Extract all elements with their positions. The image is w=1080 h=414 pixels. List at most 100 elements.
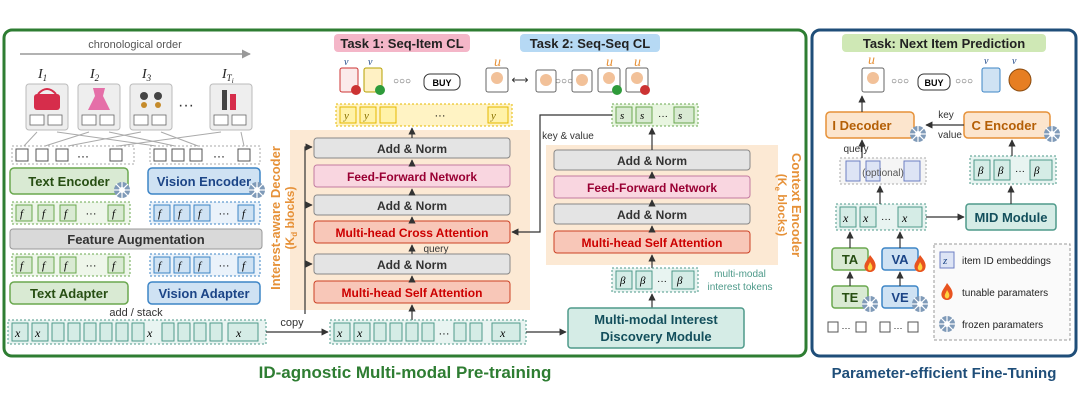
vision-adapter-box [147,281,261,305]
i-decoder-box [825,111,915,139]
chrono-label: chronological order [88,39,182,51]
svg-text:I1: I1 [37,67,47,83]
svg-text:Multi-head Self Attention: Multi-head Self Attention [582,236,723,250]
text-feature-row: f f f ··· f [11,201,131,225]
finetune-x-row: x x ··· x [835,203,927,231]
svg-text:β: β [619,275,626,287]
svg-text:f: f [198,208,203,220]
item-labels: I1 I2 I3 ITi [37,67,234,85]
svg-text:Add & Norm: Add & Norm [617,208,687,222]
svg-text:○○○: ○○○ [555,76,573,87]
finetune-input-icons: ··· ··· [827,321,919,333]
svg-text:f: f [178,260,183,272]
svg-text:ITi: ITi [221,67,234,85]
svg-text:x: x [862,211,869,225]
frozen-icon [911,295,929,313]
svg-text:v: v [344,57,349,68]
pretrain-caption: ID-agnostic Multi-modal Pre-training [259,363,552,382]
text-adapter-box [9,281,129,305]
frozen-icon [248,181,266,199]
svg-text:···: ··· [657,276,667,287]
item-card-cosmetics [209,83,253,131]
svg-text:x: x [14,326,21,340]
svg-text:β: β [997,165,1004,177]
svg-text:x: x [235,326,242,340]
x-sequence-left: x x x x [7,319,267,345]
beta-token-row: β β ··· β [611,267,699,293]
svg-text:Multi-head Self Attention: Multi-head Self Attention [342,286,483,300]
svg-text:···: ··· [881,214,891,225]
svg-text:···: ··· [439,328,450,340]
svg-text:⟷: ⟷ [511,73,528,87]
svg-text:I3: I3 [141,67,152,83]
svg-text:○○○: ○○○ [955,76,973,87]
svg-text:x: x [34,326,41,340]
svg-text:···: ··· [219,208,230,220]
svg-text:f: f [20,260,25,272]
svg-text:β: β [1033,165,1040,177]
task1-highlight [334,34,470,52]
svg-text:C Encoder: C Encoder [971,118,1036,133]
svg-text:Multi-head Cross Attention: Multi-head Cross Attention [336,226,489,240]
svg-text:f: f [178,208,183,220]
text-aug-feature-row: f f f ··· f [11,253,131,277]
svg-text:f: f [112,260,117,272]
svg-text:Feed-Forward Network: Feed-Forward Network [587,181,717,195]
decoder-side-title: Interest-aware Decoder [268,146,283,290]
svg-text:u: u [634,55,641,70]
svg-text:multi-modal: multi-modal [714,269,766,280]
svg-text:v: v [984,56,989,67]
mid-module-box [567,307,745,349]
finetune-icons: u ○○○ BUY ○○○ v v [861,53,1032,93]
svg-text:u: u [494,55,501,70]
finetune-beta-row: β β ··· β [969,155,1057,185]
svg-text:VA: VA [891,252,909,267]
x-sequence-mid: x x ··· x [329,319,527,345]
svg-text:···: ··· [86,260,97,272]
svg-text:BUY: BUY [924,78,943,88]
svg-text:f: f [42,208,47,220]
svg-text:○○○: ○○○ [393,76,411,87]
task-row-icons: v v ○○○ BUY u ⟷ ○○○ u u [339,55,650,95]
svg-text:β: β [639,275,646,287]
svg-text:β: β [676,275,683,287]
frozen-icon [861,295,879,313]
task3-highlight [842,34,1046,52]
legend-swatch-item-id [939,251,955,269]
svg-text:f: f [64,208,69,220]
svg-text:Add & Norm: Add & Norm [377,142,447,156]
vision-aug-feature-row: f f f ··· f [149,253,261,277]
svg-text:y: y [343,110,349,122]
svg-text:MID Module: MID Module [975,210,1048,225]
svg-text:u: u [868,53,875,68]
svg-text:Feed-Forward Network: Feed-Forward Network [347,170,477,184]
y-token-row: y y ··· y [335,103,513,127]
key-value-label: key & value [542,131,594,142]
svg-text:interest tokens: interest tokens [707,282,772,293]
finetune-frame [810,28,1078,358]
add-stack-label: add / stack [109,307,163,319]
svg-text:···: ··· [435,110,446,122]
svg-text:key: key [938,110,954,121]
svg-text:f: f [42,260,47,272]
frozen-icon [113,181,131,199]
svg-text:···: ··· [219,260,230,272]
svg-text:v: v [1012,56,1017,67]
legend-frozen-label: frozen paramaters [962,320,1043,331]
context-side-title: Context Encoder [789,153,804,257]
svg-text:f: f [20,208,25,220]
svg-text:I Decoder: I Decoder [832,118,891,133]
svg-text:x: x [499,326,506,340]
svg-text:Add & Norm: Add & Norm [377,199,447,213]
svg-text:f: f [158,208,163,220]
svg-text:value: value [938,130,962,141]
svg-text:f: f [64,260,69,272]
svg-text:TE: TE [842,290,859,305]
svg-text:○○○: ○○○ [891,76,909,87]
svg-text:s: s [640,110,644,122]
svg-text:VE: VE [891,290,909,305]
svg-text:···: ··· [178,97,194,114]
task3-title: Task: Next Item Prediction [863,36,1025,51]
vision-feature-row: f f f ··· f [149,201,261,225]
